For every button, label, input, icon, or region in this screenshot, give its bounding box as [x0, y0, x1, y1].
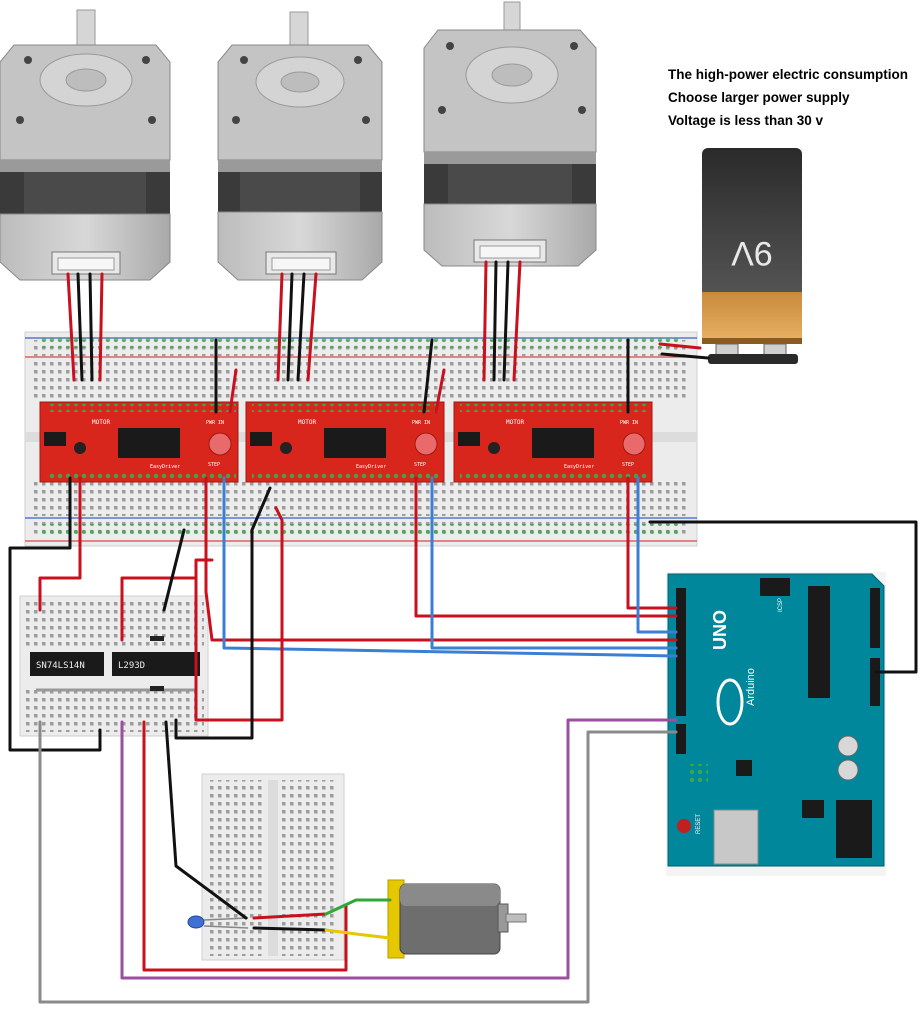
chip-breadboard: SN74LS14N L293D — [19, 595, 209, 737]
driver-2-pwr-label: PWR IN — [412, 420, 430, 426]
arduino-uno: UNO Arduino RESET ICSP — [666, 572, 886, 876]
stepper-motor-3 — [423, 1, 597, 267]
note-line-2: Choose larger power supply — [668, 90, 850, 105]
arduino-brand-label: UNO — [710, 610, 730, 650]
note-line-3: Voltage is less than 30 v — [668, 113, 824, 128]
arduino-name-label: Arduino — [745, 668, 757, 706]
driver-1-brand: EasyDriver — [150, 464, 180, 470]
easydriver-3: MOTOR PWR IN STEP EasyDriver — [453, 401, 653, 483]
driver-2-brand: EasyDriver — [356, 464, 386, 470]
note-line-1: The high-power electric consumption — [668, 67, 909, 82]
driver-3-brand: EasyDriver — [564, 464, 594, 470]
arduino-reset-label: RESET — [696, 814, 702, 834]
driver-1-step-label: STEP — [208, 462, 220, 468]
stepper-motor-1 — [0, 9, 171, 281]
easydriver-1: MOTOR PWR IN STEP EasyDriver — [39, 401, 239, 483]
driver-2-motor-label: MOTOR — [298, 419, 316, 426]
driver-3-step-label: STEP — [622, 462, 634, 468]
capacitor — [187, 915, 249, 929]
wires — [8, 260, 918, 1004]
chip-hbridge-label: L293D — [118, 661, 145, 671]
motor-breadboard — [201, 773, 345, 961]
dc-motor — [387, 879, 527, 959]
battery-label: 9V — [731, 234, 773, 272]
driver-3-motor-label: MOTOR — [506, 419, 524, 426]
arduino-icsp-label: ICSP — [778, 598, 784, 612]
driver-1-motor-label: MOTOR — [92, 419, 110, 426]
stepper-motor-2 — [217, 11, 383, 281]
driver-3-pwr-label: PWR IN — [620, 420, 638, 426]
easydriver-2: MOTOR PWR IN STEP EasyDriver — [245, 401, 445, 483]
driver-1-pwr-label: PWR IN — [206, 420, 224, 426]
battery-9v: 9V — [702, 148, 802, 364]
chip-inverter-label: SN74LS14N — [36, 661, 85, 671]
notes-area: The high-power electric consumption Choo… — [668, 67, 909, 128]
driver-2-step-label: STEP — [414, 462, 426, 468]
